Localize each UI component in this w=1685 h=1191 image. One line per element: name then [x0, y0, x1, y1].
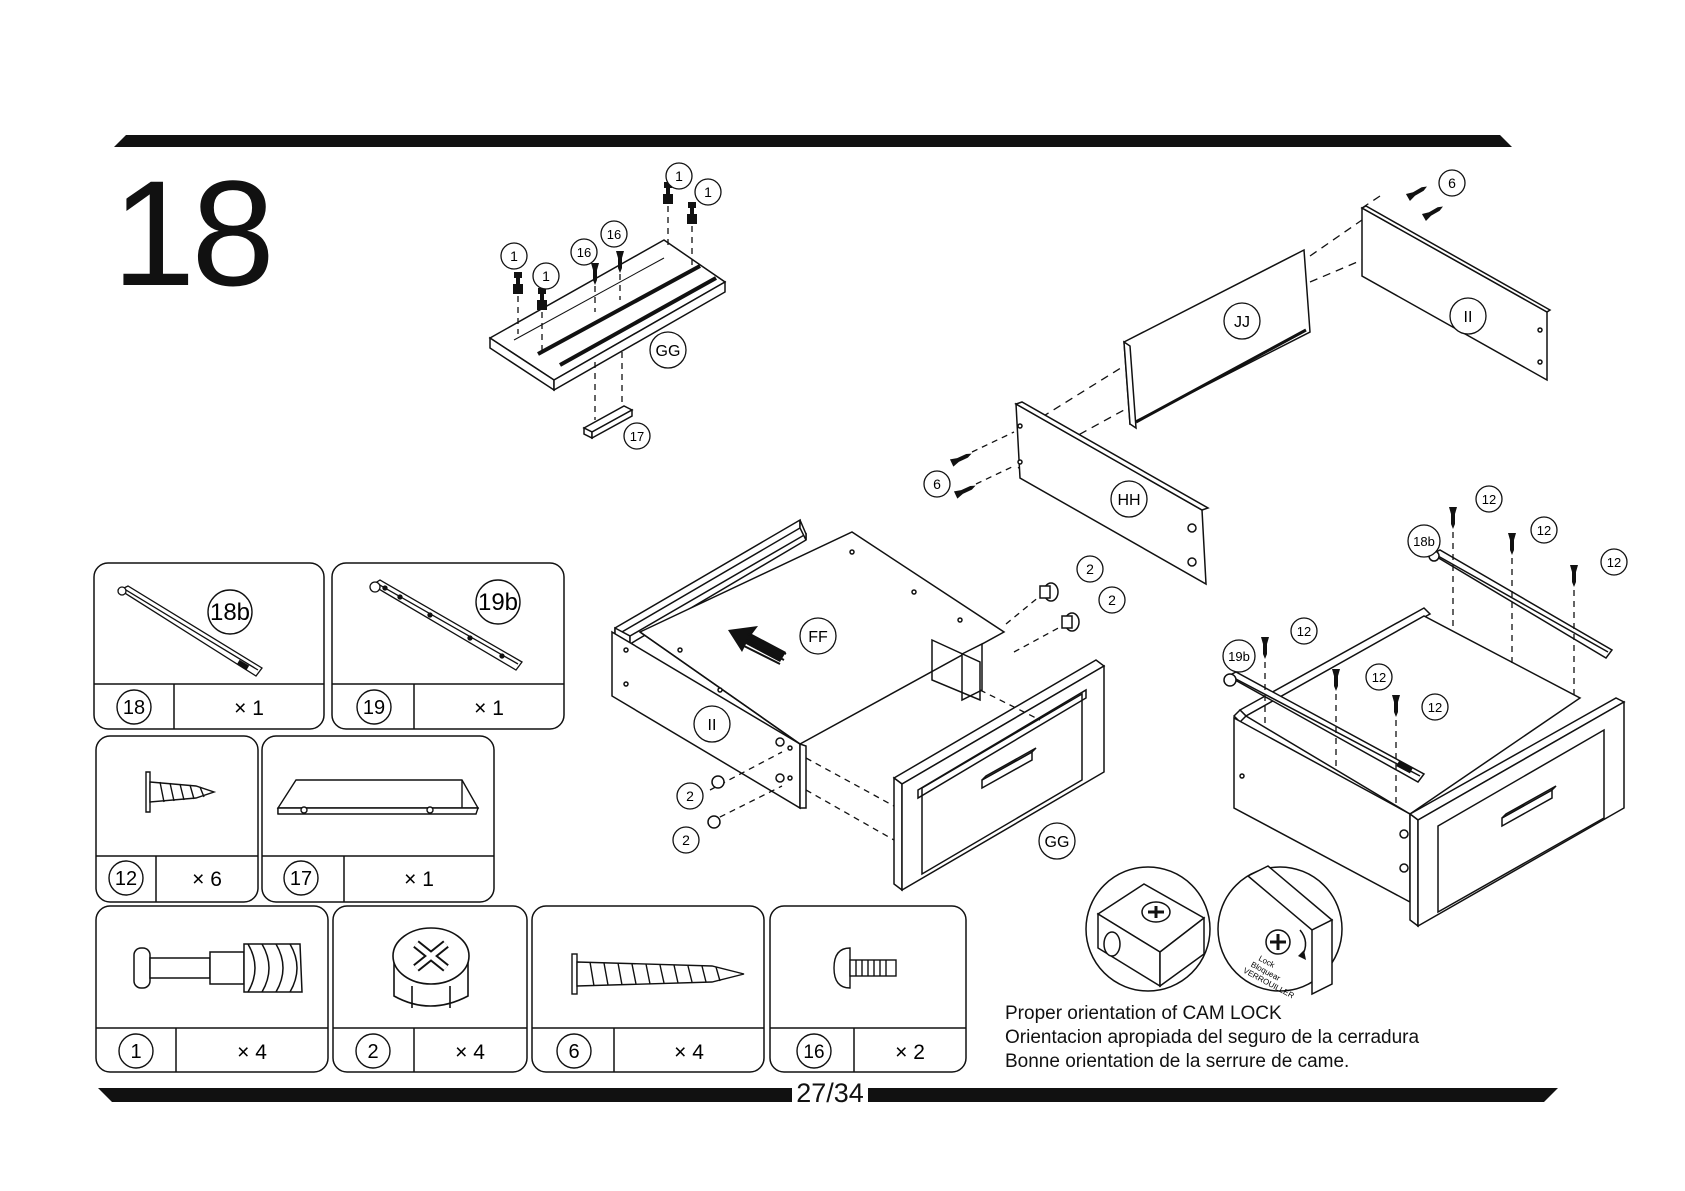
callout-16: 16 — [607, 227, 621, 242]
hardware-17-id: 17 — [290, 868, 312, 890]
hardware-1-id: 1 — [130, 1041, 141, 1063]
step-number: 18 — [112, 158, 271, 308]
callout-ii: II — [1464, 309, 1473, 326]
callout-2: 2 — [1108, 592, 1116, 608]
cam-lock-note-es: Orientacion apropiada del seguro de la c… — [1005, 1026, 1419, 1050]
hardware-19-qty: × 1 — [474, 697, 504, 720]
hardware-2-qty: × 4 — [455, 1041, 485, 1064]
callout-12: 12 — [1482, 492, 1496, 507]
callout-hh: HH — [1117, 492, 1140, 509]
hardware-6-id: 6 — [568, 1041, 579, 1063]
hardware-2-id: 2 — [367, 1041, 378, 1063]
hardware-17-qty: × 1 — [404, 868, 434, 891]
callout-19b: 19b — [1228, 649, 1250, 664]
hardware-19-id: 19 — [363, 697, 385, 719]
hardware-1-qty: × 4 — [237, 1041, 267, 1064]
hardware-18-id: 18 — [123, 697, 145, 719]
cam-lock-note-en: Proper orientation of CAM LOCK — [1005, 1002, 1419, 1026]
callout-6: 6 — [933, 476, 941, 492]
callout-18b: 18b — [1413, 534, 1435, 549]
callout-1: 1 — [510, 248, 518, 264]
callout-1: 1 — [675, 168, 683, 184]
callout-12: 12 — [1372, 670, 1386, 685]
hardware-6-qty: × 4 — [674, 1041, 704, 1064]
callout-12: 12 — [1297, 624, 1311, 639]
callout-6: 6 — [1448, 175, 1456, 191]
callout-12: 12 — [1607, 555, 1621, 570]
callout-12: 12 — [1537, 523, 1551, 538]
cam-lock-note-fr: Bonne orientation de la serrure de came. — [1005, 1050, 1419, 1074]
hardware-18-label: 18b — [210, 599, 250, 626]
hardware-16-qty: × 2 — [895, 1041, 925, 1064]
hardware-16-id: 16 — [803, 1042, 824, 1063]
hardware-18-qty: × 1 — [234, 697, 264, 720]
hardware-12-id: 12 — [115, 868, 137, 890]
callout-ff: FF — [808, 629, 828, 646]
hardware-12-qty: × 6 — [192, 868, 222, 891]
hardware-19-label: 19b — [478, 589, 518, 616]
callout-12: 12 — [1428, 700, 1442, 715]
callout-17: 17 — [630, 429, 644, 444]
cam-lock-note: Proper orientation of CAM LOCK Orientaci… — [1005, 1002, 1419, 1074]
callout-gg: GG — [656, 343, 681, 360]
callout-2: 2 — [1086, 561, 1094, 577]
callout-2: 2 — [682, 832, 690, 848]
callout-2: 2 — [686, 788, 694, 804]
page-number: 27/34 — [792, 1080, 868, 1107]
callout-gg: GG — [1045, 834, 1070, 851]
callout-1: 1 — [704, 184, 712, 200]
callout-ii: II — [708, 717, 717, 734]
callout-jj: JJ — [1234, 314, 1250, 331]
callout-16: 16 — [577, 245, 591, 260]
callout-1: 1 — [542, 268, 550, 284]
